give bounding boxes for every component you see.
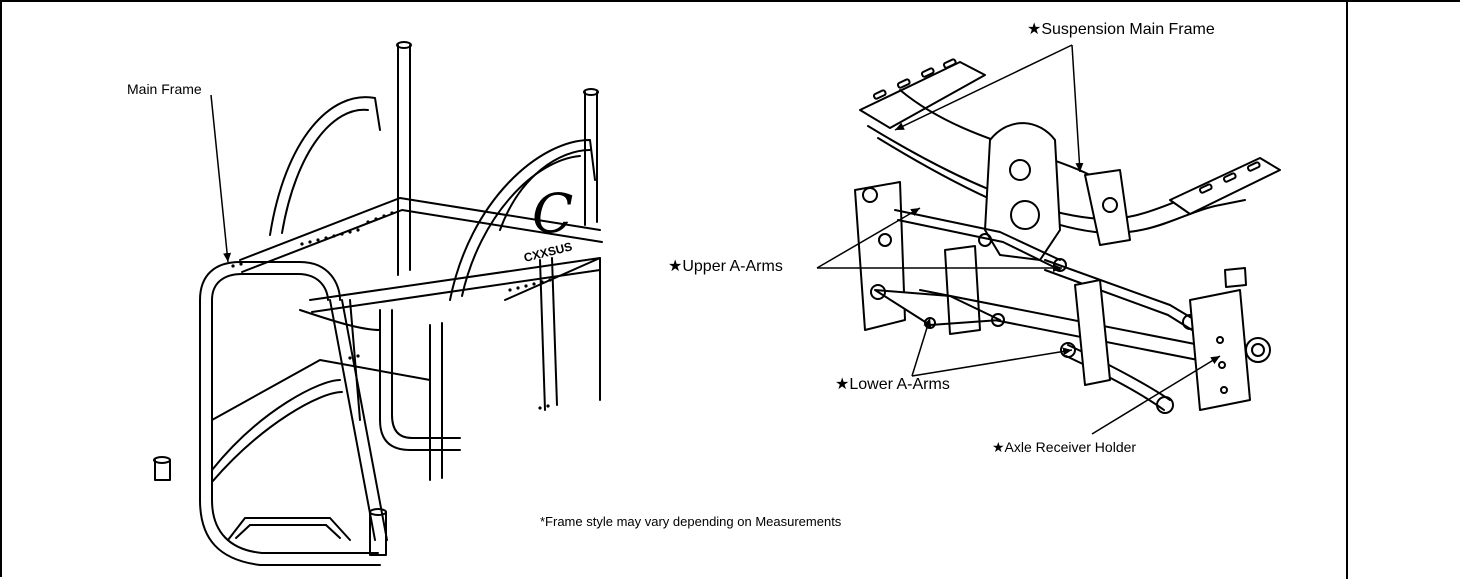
suspension-leader-1 xyxy=(894,44,1073,131)
adjustment-holes xyxy=(231,211,552,410)
suspension-illustration xyxy=(854,58,1281,414)
axle-receiver-holder-label: ★Axle Receiver Holder xyxy=(992,439,1137,455)
frame-style-note: *Frame style may vary depending on Measu… xyxy=(540,514,842,529)
main-frame-illustration xyxy=(153,41,603,566)
callout-leaders xyxy=(816,44,1221,435)
logo-letter: C xyxy=(532,182,573,245)
lower-arm-leader-1 xyxy=(911,317,932,377)
main-frame-label: Main Frame xyxy=(127,81,202,97)
suspension-leader-2 xyxy=(1071,44,1084,173)
lower-a-arms-label: ★Lower A-Arms xyxy=(835,376,950,393)
column-divider xyxy=(1346,0,1348,579)
upper-arm-leader-1 xyxy=(816,207,921,269)
brand-logo: C CXXSUS xyxy=(522,182,573,265)
main-frame-leader xyxy=(210,94,232,263)
axle-receiver-leader xyxy=(1091,355,1221,435)
suspension-main-frame-label: ★Suspension Main Frame xyxy=(1027,21,1215,38)
upper-a-arms-label: ★Upper A-Arms xyxy=(668,258,783,275)
lower-arm-leader-2 xyxy=(911,347,1073,377)
